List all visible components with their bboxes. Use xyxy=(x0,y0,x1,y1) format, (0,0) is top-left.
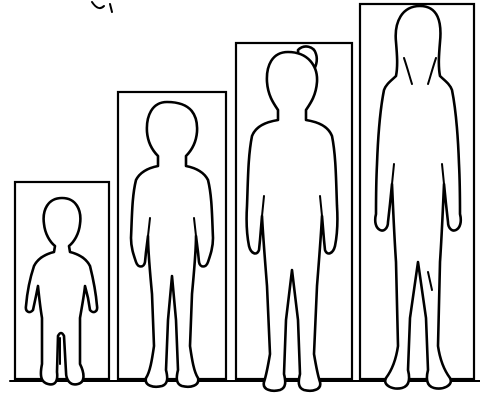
toddler-panel xyxy=(15,182,109,384)
ponytail-child-panel xyxy=(236,43,352,391)
young-child-panel xyxy=(118,92,226,387)
pre-teen-panel xyxy=(360,4,474,389)
cropped-top-marks xyxy=(92,2,112,12)
